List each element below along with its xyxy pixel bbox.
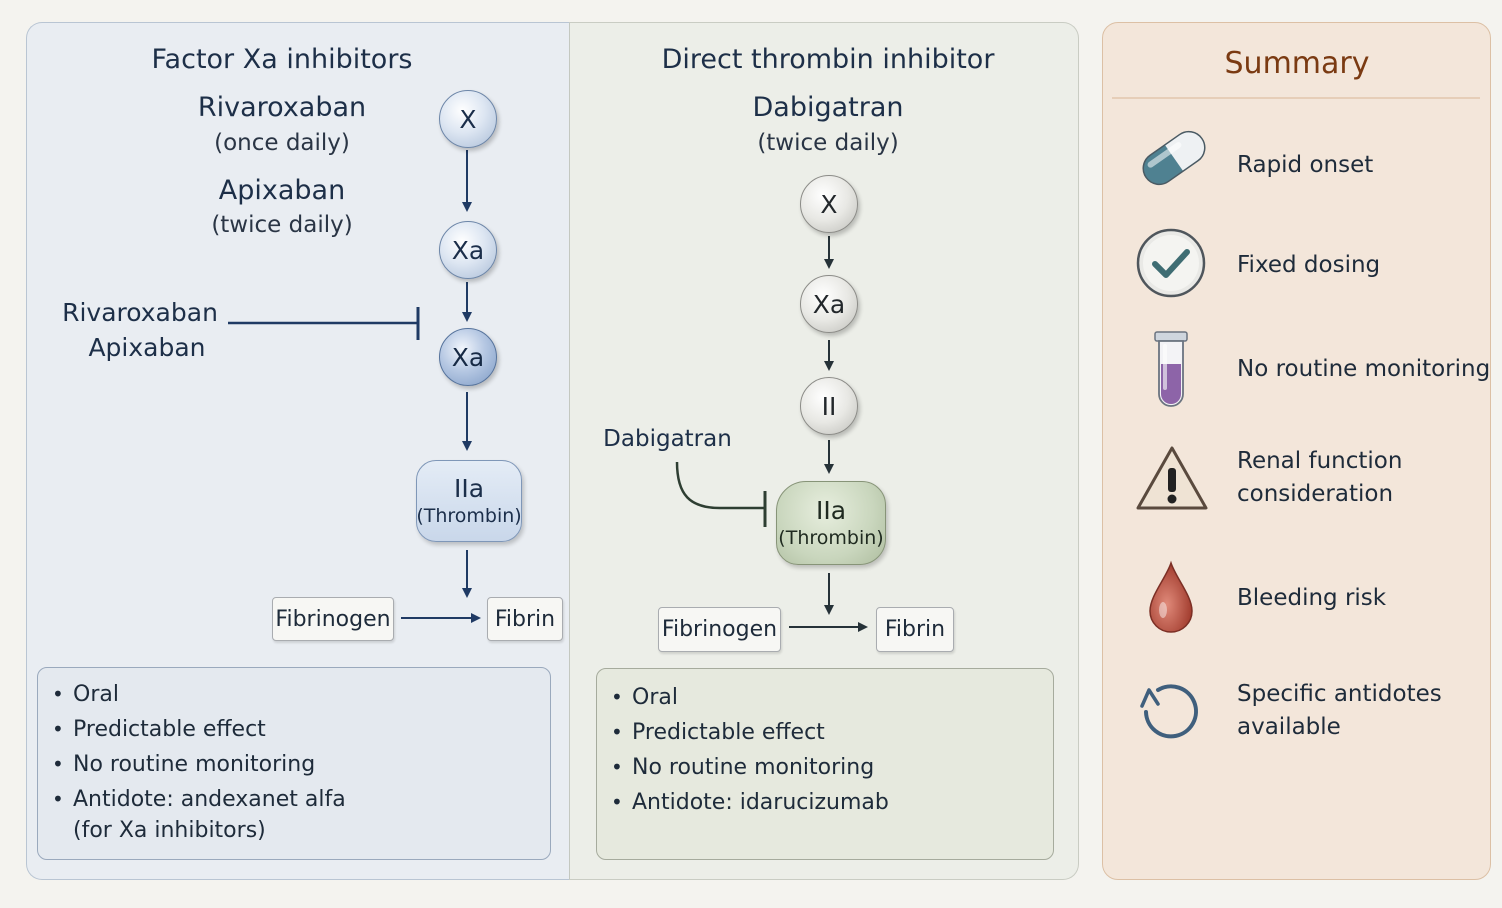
summary-item-renal-line1: Renal function xyxy=(1237,448,1403,474)
fibrinogen-box-mid: Fibrinogen xyxy=(658,607,781,652)
summary-item-renal-line2: consideration xyxy=(1237,481,1394,507)
inhibition-curve-thrombin xyxy=(675,461,764,510)
thrombin-sublabel: (Thrombin) xyxy=(416,505,522,527)
fibrin-box-mid: Fibrin xyxy=(876,607,954,652)
rivaroxaban-dose: (once daily) xyxy=(214,130,350,156)
inhibitor-label-dabigatran: Dabigatran xyxy=(603,426,732,452)
list-item: No routine monitoring xyxy=(597,750,1053,785)
inhibitor-label-rivaroxaban: Rivaroxaban xyxy=(62,298,218,327)
checkmark-icon xyxy=(1136,228,1206,298)
drug-apixaban: Apixaban xyxy=(218,175,346,206)
factor-x-node: X xyxy=(439,90,497,148)
factor-xa-node: Xa xyxy=(439,221,497,279)
list-item: Oral xyxy=(38,677,550,712)
list-item: Antidote: andexanet alfa xyxy=(38,782,550,817)
summary-item-antidotes-line1: Specific antidotes xyxy=(1237,681,1442,707)
factor-xa-features: Oral Predictable effect No routine monit… xyxy=(37,667,551,860)
summary-item-antidotes-line2: available xyxy=(1237,714,1341,740)
factor-xa-node-mid: Xa xyxy=(800,275,858,333)
direct-thrombin-features: Oral Predictable effect No routine monit… xyxy=(596,668,1054,860)
summary-item-no-routine-monitoring: No routine monitoring xyxy=(1237,356,1491,382)
summary-item-bleeding-risk: Bleeding risk xyxy=(1237,585,1387,611)
blood-drop-icon xyxy=(1149,560,1193,633)
reverse-arrow-icon xyxy=(1140,684,1198,739)
thrombin-label: IIa xyxy=(815,496,847,525)
inhibitor-label-apixaban: Apixaban xyxy=(88,333,206,362)
list-item: Predictable effect xyxy=(597,715,1053,750)
thrombin-label: IIa xyxy=(453,474,485,503)
summary-item-fixed-dosing: Fixed dosing xyxy=(1237,252,1381,278)
thrombin-node-left: IIa (Thrombin) xyxy=(416,460,522,542)
list-item: Predictable effect xyxy=(38,712,550,747)
drug-rivaroxaban: Rivaroxaban xyxy=(197,92,367,123)
list-item: Antidote: idarucizumab xyxy=(597,785,1053,820)
fibrinogen-box-left: Fibrinogen xyxy=(272,597,394,641)
thrombin-sublabel: (Thrombin) xyxy=(778,527,884,549)
test-tube-icon xyxy=(1154,331,1188,407)
prothrombin-node: II xyxy=(800,377,858,435)
fibrin-box-left: Fibrin xyxy=(487,597,563,641)
dabigatran-dose: (twice daily) xyxy=(757,130,899,156)
factor-xa-title: Factor Xa inhibitors xyxy=(151,44,413,75)
bullet-continuation: (for Xa inhibitors) xyxy=(73,818,266,843)
direct-thrombin-title: Direct thrombin inhibitor xyxy=(661,44,995,75)
capsule-icon xyxy=(1142,130,1206,186)
warning-icon xyxy=(1136,446,1208,510)
list-item: No routine monitoring xyxy=(38,747,550,782)
summary-item-rapid-onset: Rapid onset xyxy=(1237,152,1374,178)
factor-x-node-mid: X xyxy=(800,175,858,233)
summary-title: Summary xyxy=(1224,46,1370,81)
list-item: Oral xyxy=(597,680,1053,715)
factor-xa-inhibited-node: Xa xyxy=(439,328,497,386)
drug-dabigatran: Dabigatran xyxy=(752,92,904,123)
apixaban-dose: (twice daily) xyxy=(211,212,353,238)
thrombin-node-mid: IIa (Thrombin) xyxy=(776,481,886,565)
